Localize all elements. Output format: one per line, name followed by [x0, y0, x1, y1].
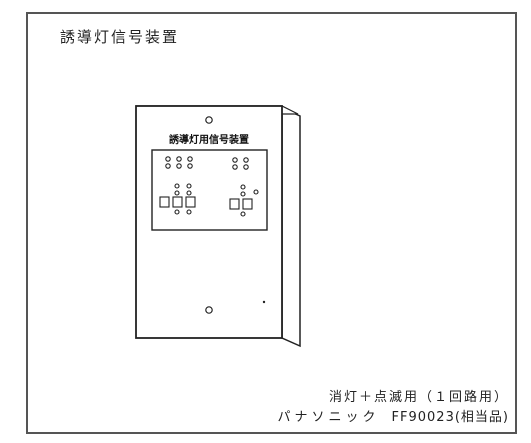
indicator-lamps-left	[165, 156, 193, 169]
indicator-lamps-right	[232, 157, 249, 170]
caption-function: 消灯＋点滅用（１回路用）	[328, 390, 509, 405]
caption-maker: パナソニック	[277, 410, 380, 425]
device-panel-label: 誘導灯用信号装置	[169, 133, 249, 146]
document-title: 誘導灯信号装置	[60, 28, 180, 46]
signal-device-illustration: 誘導灯用信号装置	[135, 105, 301, 348]
caption-model: FF90023(相当品)	[391, 410, 509, 425]
caption-product: パナソニック FF90023(相当品)	[278, 406, 509, 425]
switch-block-left	[159, 183, 196, 215]
switch-block-right	[229, 184, 259, 217]
